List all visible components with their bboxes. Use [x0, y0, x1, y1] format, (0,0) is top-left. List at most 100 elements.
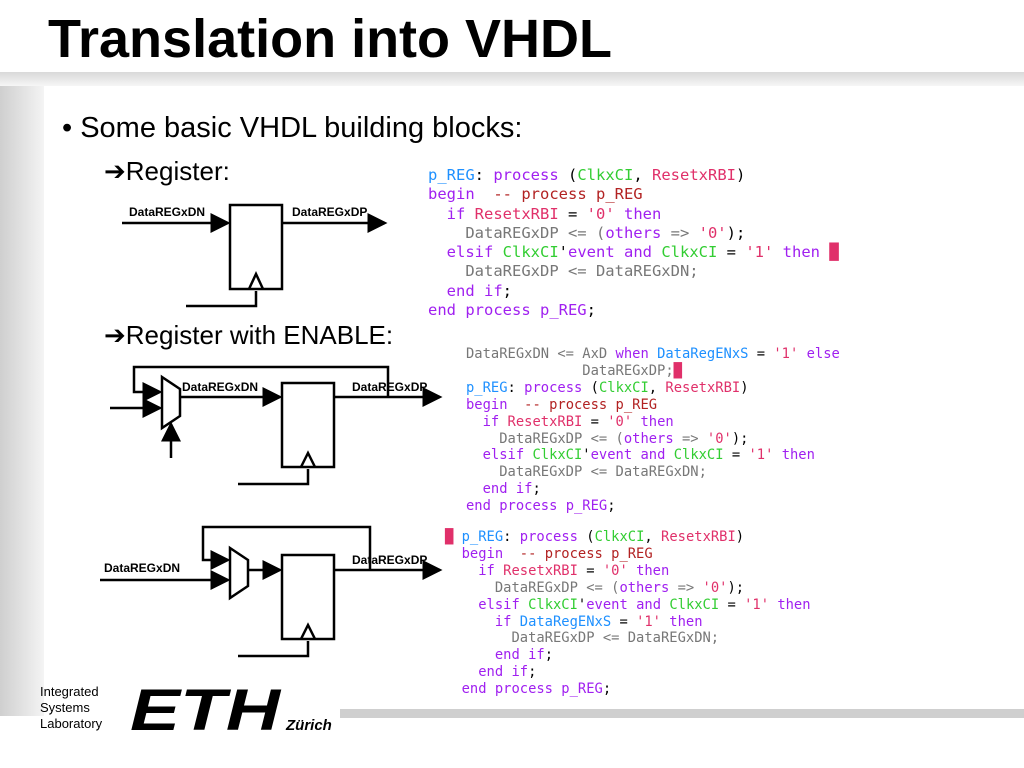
label-in-3: DataREGxDN	[104, 561, 180, 575]
code-token: ;	[528, 664, 537, 681]
slide-title: Translation into VHDL	[48, 9, 613, 69]
code-token: ;	[586, 301, 596, 320]
code-token: ClkxCI	[594, 529, 645, 545]
code-token: DataREGxDP <= DataREGxDN;	[466, 464, 707, 481]
code-token: '0'	[702, 579, 728, 596]
code-token: )	[735, 529, 745, 545]
code-token: )	[740, 379, 749, 396]
code-token: others	[605, 223, 662, 242]
code-token: DataREGxDN <=	[466, 346, 583, 362]
code-token: =	[723, 447, 749, 464]
code-token: -- process p_REG	[474, 185, 643, 204]
code-token: p_REG	[561, 681, 603, 698]
code-token: '0'	[586, 204, 615, 223]
code-line: elsif ClkxCI'event and ClkxCI = '1' then	[445, 596, 811, 614]
code-token: :	[474, 166, 494, 184]
lab-name-line-2: Systems	[40, 700, 90, 715]
code-token: '1'	[748, 447, 774, 464]
code-token: elsif	[445, 596, 529, 613]
lab-name: Integrated Systems Laboratory	[40, 684, 102, 732]
code-block-register: p_REG: process (ClkxCI, ResetxRBI)begin …	[428, 166, 839, 320]
code-line: if ResetxRBI = '0' then	[466, 414, 840, 431]
code-token: █	[673, 362, 682, 379]
lab-name-line-3: Laboratory	[40, 716, 103, 731]
label-in-1: DataREGxDN	[129, 205, 205, 219]
code-line: elsif ClkxCI'event and ClkxCI = '1' then	[466, 447, 840, 464]
code-token: █	[829, 243, 839, 262]
code-line: if ResetxRBI = '0' then	[428, 205, 839, 224]
code-token: if	[445, 562, 504, 579]
code-token: ;	[544, 647, 553, 664]
code-block-register-enable-if: █ p_REG: process (ClkxCI, ResetxRBI) beg…	[445, 529, 811, 698]
code-token: DataREGxDP <= DataREGxDN;	[428, 262, 699, 281]
code-token: then	[769, 596, 811, 613]
code-line: end if;	[466, 481, 840, 498]
code-token: '1'	[773, 346, 799, 362]
code-token: ;	[502, 281, 512, 300]
code-token: then	[632, 413, 674, 430]
code-token: if	[466, 413, 508, 430]
code-token: begin	[428, 185, 475, 204]
code-token: ;	[602, 681, 612, 698]
code-token: elsif	[428, 243, 503, 262]
subheading-register-enable: ➔Register with ENABLE:	[104, 320, 394, 350]
code-token: end if	[466, 481, 533, 498]
code-token: DataREGxDP;	[466, 362, 674, 379]
code-token: '0'	[706, 430, 732, 447]
code-token: -- process p_REG	[503, 545, 653, 562]
code-token: '0'	[607, 413, 633, 430]
feedback-wire-2	[132, 365, 390, 402]
code-line: if ResetxRBI = '0' then	[445, 563, 811, 580]
code-token: end process	[445, 681, 562, 698]
code-token: (	[558, 166, 578, 184]
code-token: process	[519, 529, 578, 545]
code-token: DataREGxDP <= (	[428, 223, 606, 242]
code-line: elsif ClkxCI'event and ClkxCI = '1' then…	[428, 243, 839, 262]
code-token: =>	[669, 579, 703, 596]
footer-band	[340, 709, 1024, 718]
code-token: ClkxCI	[661, 243, 718, 262]
code-line: end if;	[428, 282, 839, 301]
code-line: █ p_REG: process (ClkxCI, ResetxRBI)	[445, 529, 811, 546]
code-token: ResetxRBI	[652, 166, 737, 184]
code-token: then	[773, 447, 815, 464]
code-token: elsif	[466, 447, 533, 464]
code-token: '1'	[744, 596, 770, 613]
code-line: end process p_REG;	[445, 681, 811, 698]
code-token: =	[577, 562, 603, 579]
code-token: process	[493, 166, 559, 184]
code-token: =>	[661, 223, 699, 242]
code-line: begin -- process p_REG	[428, 185, 839, 204]
eth-logo: ETH	[130, 684, 281, 736]
code-block-register-enable-mux: DataREGxDN <= AxD when DataRegENxS = '1'…	[466, 346, 840, 515]
code-token: end if	[445, 664, 529, 681]
code-token: -- process p_REG	[507, 396, 658, 413]
code-token: ClkxCI	[532, 447, 583, 464]
code-line: p_REG: process (ClkxCI, ResetxRBI)	[428, 166, 839, 185]
code-token: ClkxCI	[673, 447, 724, 464]
code-token: process	[524, 379, 583, 396]
code-line: DataREGxDP <= DataREGxDN;	[466, 464, 840, 481]
code-token: DataREGxDP <= (	[466, 430, 624, 447]
label-out-3: DataREGxDP	[352, 553, 427, 567]
code-token: DataRegENxS	[519, 613, 612, 630]
code-token: (	[577, 529, 595, 545]
clock-wire-2	[238, 469, 310, 486]
code-token: and	[632, 447, 674, 464]
code-token: DataREGxDP <= DataREGxDN;	[445, 630, 720, 647]
code-token: end if	[445, 647, 545, 664]
code-token: then	[627, 562, 670, 579]
code-line: DataREGxDP <= (others => '0');	[428, 224, 839, 243]
code-token: ClkxCI	[598, 379, 649, 396]
code-line: end if;	[445, 647, 811, 664]
clock-triangle-1	[247, 271, 265, 290]
bullet-text: • Some basic VHDL building blocks:	[62, 112, 523, 144]
code-token: p_REG	[539, 301, 587, 320]
code-token: end if	[428, 281, 503, 300]
code-token: end process	[466, 498, 566, 515]
logo-city: Zürich	[286, 717, 332, 734]
left-side-band	[0, 86, 44, 716]
code-token: p_REG	[565, 498, 608, 515]
code-token: event	[590, 447, 633, 464]
code-line: begin -- process p_REG	[445, 546, 811, 563]
